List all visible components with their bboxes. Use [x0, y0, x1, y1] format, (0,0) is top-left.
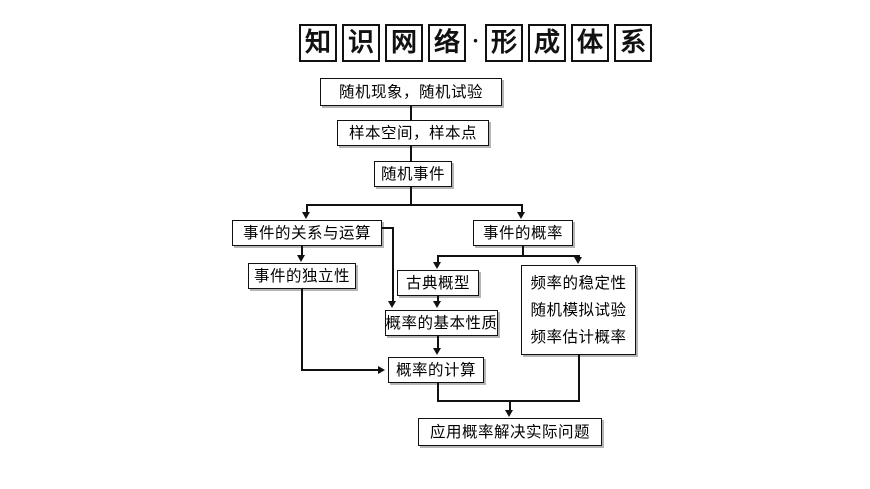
node-label: 事件的关系与运算: [242, 223, 371, 242]
edge-n7-n9-arrow: [433, 301, 441, 308]
node-label-line-3: 频率估计概率: [530, 327, 627, 346]
edge-n6-n10-v: [301, 289, 303, 371]
edge-n3-split-bus: [306, 204, 522, 206]
edge-n9-n10-arrow: [433, 348, 441, 355]
node-label: 概率的计算: [395, 360, 476, 379]
title-char-box-6: 成: [528, 24, 566, 62]
page-title: 知 识 网 络 · 形 成 体 系: [299, 24, 657, 62]
node-label-line-2: 随机模拟试验: [530, 300, 627, 319]
title-char-box-3: 网: [385, 24, 423, 62]
edge-n5-split-stem: [522, 246, 524, 256]
edge-n4-n6-arrow: [297, 255, 305, 262]
edge-n3-n5-arrow: [517, 212, 525, 219]
title-char-box-2: 识: [342, 24, 380, 62]
node-label: 随机事件: [380, 164, 445, 183]
edge-n3-n4-drop: [306, 204, 308, 213]
node-random-event: 随机事件: [374, 161, 452, 187]
node-label: 古典概型: [405, 273, 470, 292]
node-frequency-stability-group: 频率的稳定性 随机模拟试验 频率估计概率: [521, 265, 636, 355]
node-event-relations-operations: 事件的关系与运算: [232, 220, 382, 246]
edge-n4-n9-h: [382, 227, 394, 229]
edge-n5-n8-drop: [578, 255, 580, 258]
title-separator-dot: ·: [471, 28, 480, 53]
edge-n4-n9-arrow: [388, 301, 396, 308]
node-label-line-1: 频率的稳定性: [530, 274, 627, 293]
node-probability-basic-properties: 概率的基本性质: [385, 310, 498, 336]
node-label: 随机现象，随机试验: [338, 82, 483, 101]
edge-n10-merge-v: [437, 383, 439, 401]
node-random-phenomena: 随机现象，随机试验: [320, 78, 502, 106]
edge-n3-n4-arrow: [302, 212, 310, 219]
edge-merge-n11-v: [509, 400, 511, 411]
node-apply-probability-real-problems: 应用概率解决实际问题: [418, 418, 602, 446]
edge-n5-n8-arrow: [574, 257, 582, 264]
title-char-box-4: 络: [428, 24, 466, 62]
edge-n2-n3-line: [410, 146, 412, 161]
node-label: 应用概率解决实际问题: [429, 422, 590, 441]
title-char-box-5: 形: [485, 24, 523, 62]
edge-n3-n5-drop: [521, 204, 523, 213]
edge-n5-n7-arrow: [433, 262, 441, 269]
edge-merge-bus: [437, 400, 580, 402]
edge-n6-n10-h: [301, 369, 379, 371]
node-event-independence: 事件的独立性: [248, 263, 356, 289]
node-event-probability: 事件的概率: [473, 220, 573, 246]
edge-n5-n7-drop: [437, 255, 439, 263]
node-label: 事件的独立性: [253, 266, 350, 285]
node-probability-calculation: 概率的计算: [388, 357, 484, 383]
title-char-box-1: 知: [299, 24, 337, 62]
edge-n7-n9-line: [437, 296, 439, 302]
edge-n9-n10-line: [437, 336, 439, 349]
edge-n8-merge-v: [578, 355, 580, 401]
edge-n4-n6-line: [301, 246, 303, 256]
node-label: 事件的概率: [482, 223, 563, 242]
edge-n5-split-bus: [437, 255, 579, 257]
edge-n1-n2-line: [410, 106, 412, 120]
node-label: 概率的基本性质: [385, 313, 498, 332]
edge-n3-split-stem: [410, 187, 412, 205]
edge-n6-n10-arrow: [378, 366, 385, 374]
title-char-box-7: 体: [571, 24, 609, 62]
node-classical-probability-model: 古典概型: [397, 270, 479, 296]
node-label: 样本空间，样本点: [348, 123, 477, 142]
node-sample-space: 样本空间，样本点: [337, 120, 489, 146]
edge-merge-n11-arrow: [505, 410, 513, 417]
title-char-box-8: 系: [614, 24, 652, 62]
edge-n4-n9-v: [392, 227, 394, 302]
